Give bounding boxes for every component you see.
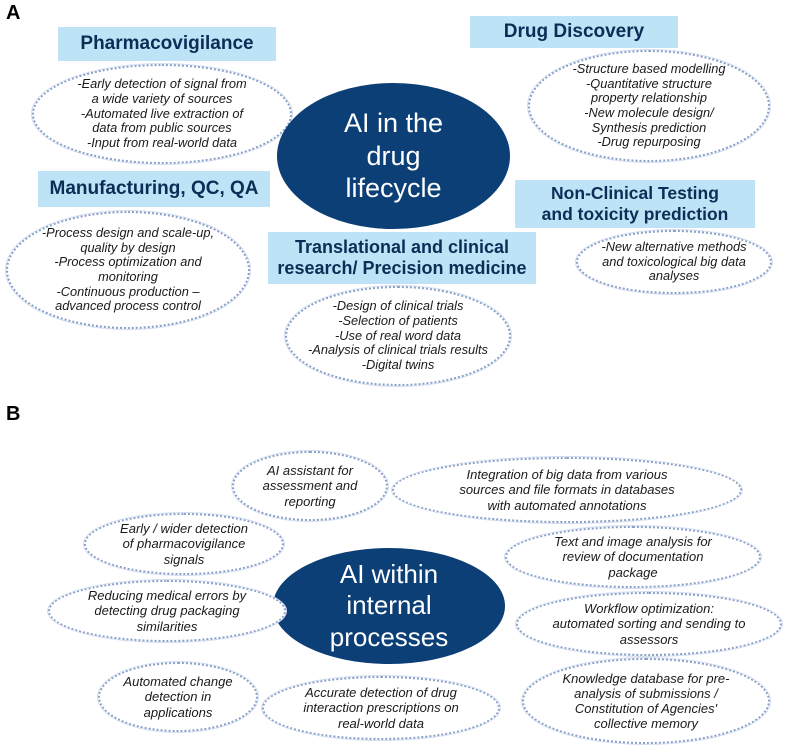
b-early-line-1: Early / wider detection [120, 521, 248, 537]
center-a-line-3: lifecycle [345, 173, 442, 204]
b-early-line-3: signals [163, 551, 205, 567]
b-interaction-line-2: interaction prescriptions on [303, 700, 459, 716]
tr-item-4: -Analysis of clinical trials results [308, 342, 488, 358]
manufacturing-header: Manufacturing, QC, QA [38, 171, 270, 207]
tr-item-2: -Selection of patients [338, 312, 458, 328]
b-interaction-line-3: real-world data [338, 715, 424, 731]
drug-discovery-header: Drug Discovery [470, 16, 678, 48]
pv-item-5: -Input from real-world data [86, 135, 238, 151]
b-big-data-line-2: sources and file formats in databases [459, 482, 675, 498]
b-medical-line-2: detecting drug packaging [94, 603, 240, 619]
b-text-image-line-3: package [608, 564, 658, 580]
mf-item-5: -Continuous production – [56, 283, 200, 299]
nc-item-2: and toxicological big data [602, 253, 746, 269]
b-ai-assistant-line-1: AI assistant for [267, 463, 353, 479]
b-change-line-3: applications [143, 704, 213, 720]
b-knowledge-line-4: collective memory [593, 716, 699, 732]
b-knowledge-line-1: Knowledge database for pre- [562, 670, 730, 686]
ai-assistant-bubble: AI assistant for assessment and reportin… [232, 451, 388, 521]
b-text-image-line-1: Text and image analysis for [554, 534, 712, 550]
nc-item-3: analyses [648, 268, 700, 284]
mf-item-1: -Process design and scale-up, [41, 224, 215, 240]
center-a-line-2: drug [366, 140, 421, 171]
mf-item-6: advanced process control [55, 298, 201, 314]
pharmacovigilance-header: Pharmacovigilance [58, 27, 276, 61]
center-b-line-1: AI within [339, 559, 439, 590]
translational-header: Translational and clinical research/ Pre… [268, 232, 536, 284]
translational-title-line-2: research/ Precision medicine [277, 258, 527, 278]
b-medical-line-1: Reducing medical errors by [87, 588, 247, 604]
b-big-data-line-1: Integration of big data from various [466, 467, 668, 483]
dd-item-5: Synthesis prediction [591, 119, 707, 135]
dd-item-6: -Drug repurposing [597, 134, 701, 150]
pv-item-4: data from public sources [92, 120, 232, 136]
manufacturing-bubble: -Process design and scale-up, quality by… [6, 211, 250, 329]
panel-a-label: A [6, 2, 21, 24]
dd-item-1: -Structure based modelling [572, 60, 726, 76]
medical-errors-bubble: Reducing medical errors by detecting dru… [48, 580, 286, 642]
b-text-image-line-2: review of documentation [562, 549, 704, 565]
pv-item-2: a wide variety of sources [91, 90, 233, 106]
tr-item-1: -Design of clinical trials [332, 298, 464, 314]
ai-internal-processes-center: AI within internal processes [273, 548, 505, 664]
nonclinical-header: Non-Clinical Testing and toxicity predic… [515, 180, 755, 228]
mf-item-3: -Process optimization and [54, 254, 202, 270]
dd-item-4: -New molecule design/ [584, 105, 714, 120]
mf-item-2: quality by design [80, 239, 176, 255]
tr-item-3: -Use of real word data [335, 327, 461, 343]
pharmacovigilance-bubble: -Early detection of signal from a wide v… [32, 64, 292, 164]
knowledge-bubble: Knowledge database for pre- analysis of … [522, 658, 770, 744]
translational-bubble: -Design of clinical trials -Selection of… [285, 286, 511, 386]
b-workflow-line-1: Workflow optimization: [583, 601, 715, 617]
nc-item-1: -New alternative methods [601, 238, 747, 254]
b-ai-assistant-line-3: reporting [284, 493, 336, 509]
tr-item-5: -Digital twins [361, 357, 435, 373]
b-change-line-2: detection in [144, 689, 212, 705]
b-ai-assistant-line-2: assessment and [262, 478, 358, 494]
b-knowledge-line-2: analysis of submissions / [574, 685, 718, 701]
mf-item-4: monitoring [98, 269, 158, 284]
b-early-line-2: of pharmacovigilance [122, 536, 246, 552]
workflow-bubble: Workflow optimization: automated sorting… [516, 592, 782, 656]
pv-item-3: -Automated live extraction of [80, 105, 244, 121]
pv-item-1: -Early detection of signal from [77, 76, 247, 92]
interaction-bubble: Accurate detection of drug interaction p… [262, 676, 500, 740]
panel-b-label: B [6, 403, 21, 425]
dd-item-2: -Quantitative structure [586, 75, 712, 91]
big-data-bubble: Integration of big data from various sou… [392, 457, 742, 523]
nonclinical-title-line-2: and toxicity prediction [541, 204, 729, 224]
change-detection-bubble: Automated change detection in applicatio… [98, 662, 258, 732]
ai-drug-lifecycle-center: AI in the drug lifecycle [277, 83, 510, 229]
drug-discovery-bubble: -Structure based modelling -Quantitative… [528, 50, 770, 162]
b-big-data-line-3: with automated annotations [487, 497, 647, 513]
b-knowledge-line-3: Constitution of Agencies' [574, 701, 718, 716]
center-b-line-2: internal [346, 590, 432, 621]
b-medical-line-3: similarities [136, 618, 198, 634]
nonclinical-title-line-1: Non-Clinical Testing [551, 183, 719, 204]
text-image-bubble: Text and image analysis for review of do… [505, 526, 761, 588]
b-interaction-line-1: Accurate detection of drug [305, 685, 457, 701]
center-a-line-1: AI in the [343, 108, 444, 139]
b-workflow-line-2: automated sorting and sending to [552, 616, 746, 632]
b-workflow-line-3: assessors [619, 631, 679, 647]
dd-item-3: property relationship [591, 90, 707, 106]
b-change-line-1: Automated change [123, 674, 233, 690]
translational-title-line-1: Translational and clinical [294, 236, 510, 257]
early-detection-bubble: Early / wider detection of pharmacovigil… [84, 513, 284, 575]
nonclinical-bubble: -New alternative methods and toxicologic… [576, 230, 772, 294]
center-b-line-3: processes [329, 621, 449, 652]
